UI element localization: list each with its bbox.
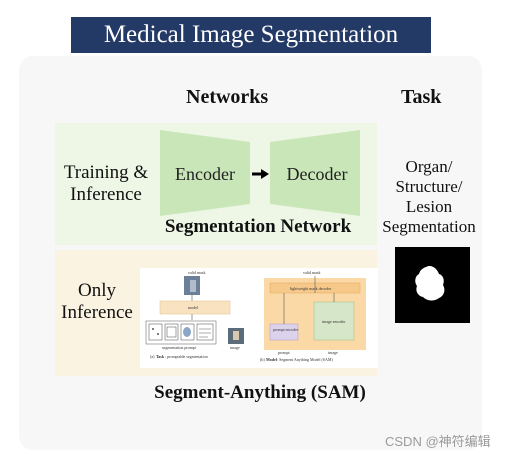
row-label-inference-line-2: Inference bbox=[61, 302, 133, 323]
mask-shape-graphic bbox=[415, 265, 445, 301]
watermark: CSDN @神符编辑 bbox=[385, 434, 491, 449]
task-line-segmentation: Segmentation bbox=[382, 217, 476, 236]
task-description: Organ/ Structure/ Lesion Segmentation bbox=[376, 157, 482, 237]
caption-a-text: : promptable segmentation bbox=[165, 354, 208, 359]
task-model-label: model bbox=[188, 305, 199, 310]
encoder-decoder-diagram bbox=[160, 130, 360, 216]
arrow-right-icon bbox=[261, 169, 269, 179]
caption-b-text: : Segment Anything Model (SAM) bbox=[277, 357, 333, 362]
valid-mask-label-left: valid mask bbox=[188, 270, 205, 275]
row-label-inference-line: Inference bbox=[70, 184, 142, 205]
encoder-label: Encoder bbox=[175, 164, 235, 184]
row-label-training-inference: Training & Inference bbox=[54, 162, 158, 206]
image-label-right: image bbox=[328, 350, 338, 355]
caption-a-prefix: (a) bbox=[150, 354, 155, 359]
caption-b-bold: Model bbox=[266, 357, 278, 362]
prompt-points-frame bbox=[148, 323, 163, 341]
prompt-text-frame bbox=[196, 323, 214, 341]
networks-column-header: Networks bbox=[186, 86, 269, 108]
row-label-training-line: Training & bbox=[63, 162, 149, 183]
sam-figure-graphic: valid mask model segmentation prompt ima… bbox=[145, 270, 366, 362]
mask-decoder-label: lightweight mask decoder bbox=[290, 286, 332, 291]
valid-mask-label-right: valid mask bbox=[303, 270, 320, 275]
task-line-structure: Structure/ bbox=[395, 177, 463, 196]
sam-figure: valid mask model segmentation prompt ima… bbox=[140, 268, 378, 368]
mask-blob-icon bbox=[183, 327, 191, 337]
segmentation-network-caption: Segmentation Network bbox=[164, 216, 352, 237]
image-encoder-box bbox=[313, 301, 355, 341]
point-icon-2 bbox=[157, 333, 159, 335]
mask-thumbnail-figure bbox=[190, 280, 196, 292]
prompt-encoder-label: prompt encoder bbox=[273, 327, 299, 332]
image-thumbnail-left-figure bbox=[233, 331, 239, 340]
task-line-organ: Organ/ bbox=[405, 157, 453, 176]
task-model-box bbox=[159, 300, 231, 315]
page-title: Medical Image Segmentation bbox=[71, 17, 431, 53]
image-encoder-label: image encoder bbox=[322, 319, 346, 324]
box-icon bbox=[166, 326, 177, 338]
prompt-box-frame bbox=[164, 323, 179, 341]
task-line-lesion: Lesion bbox=[405, 197, 453, 216]
caption-a-bold: Task bbox=[156, 354, 165, 359]
row-label-only-line: Only bbox=[78, 280, 116, 301]
point-icon bbox=[152, 328, 154, 330]
decoder-shape bbox=[270, 130, 360, 216]
image-label-left: image bbox=[230, 345, 240, 350]
lesion-mask-shape bbox=[415, 265, 445, 301]
decoder-label: Decoder bbox=[286, 164, 348, 184]
segmentation-prompt-label: segmentation prompt bbox=[162, 345, 197, 350]
prompt-label: prompt bbox=[278, 350, 290, 355]
segmentation-mask-image bbox=[395, 247, 470, 323]
row-label-only-inference: Only Inference bbox=[55, 280, 139, 324]
caption-b-prefix: (b) bbox=[260, 357, 265, 362]
sam-caption: Segment-Anything (SAM) bbox=[154, 382, 366, 403]
encoder-shape bbox=[160, 130, 250, 216]
task-column-header: Task bbox=[401, 86, 442, 108]
